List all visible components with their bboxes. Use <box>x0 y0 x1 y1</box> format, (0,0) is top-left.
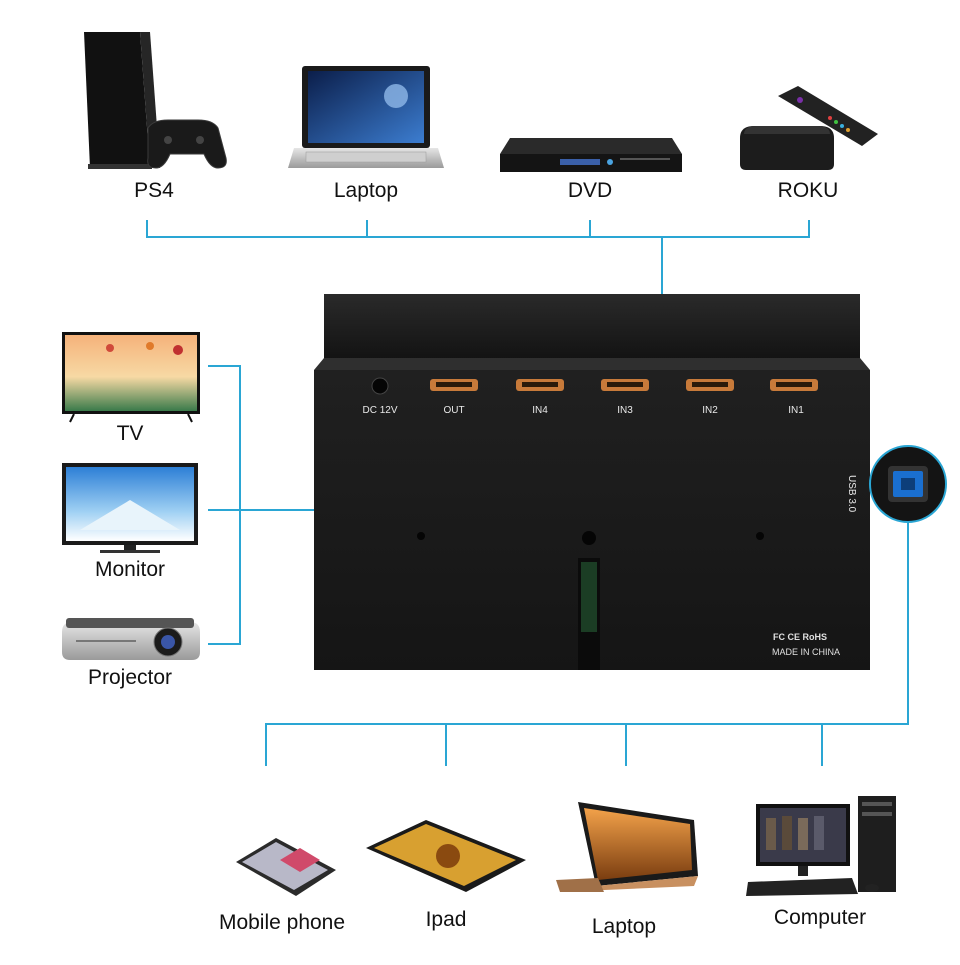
display-label-tv: TV <box>116 422 144 445</box>
source-bus-line <box>146 220 810 238</box>
port-label-dc: DC 12V <box>362 405 398 416</box>
tv-icon <box>62 332 200 423</box>
port-label-in3: IN3 <box>617 405 633 416</box>
source-label-laptop: Laptop <box>333 179 399 202</box>
dvd-player-icon <box>500 138 682 172</box>
usb-label-mobile-phone: Mobile phone <box>218 911 346 934</box>
source-label-ps4: PS4 <box>134 179 174 202</box>
port-label-in1: IN1 <box>788 405 804 416</box>
port-label-out: OUT <box>443 405 465 416</box>
projector-icon <box>62 618 200 660</box>
tablet-icon <box>366 820 526 892</box>
port-label-in4: IN4 <box>532 405 548 416</box>
usb-label-ipad: Ipad <box>425 908 467 931</box>
usb-label-laptop: Laptop <box>591 915 657 938</box>
roku-box-icon <box>740 86 878 170</box>
usb-port-zoom <box>869 445 947 523</box>
laptop-icon <box>288 66 444 168</box>
display-label-projector: Projector <box>87 666 173 689</box>
hdmi-switch-box <box>314 294 870 670</box>
monitor-icon <box>62 463 198 553</box>
source-label-dvd: DVD <box>567 179 613 202</box>
origin-text: MADE IN CHINA <box>772 647 841 657</box>
desktop-computer-icon <box>746 796 896 896</box>
port-label-in2: IN2 <box>702 405 718 416</box>
display-label-monitor: Monitor <box>94 558 166 581</box>
usb-line <box>265 512 909 766</box>
ps4-console-icon <box>84 32 227 169</box>
usb-port-label: USB 3.0 <box>846 475 857 513</box>
cert-marks: FC CE RoHS <box>773 632 827 642</box>
usb-label-computer: Computer <box>773 906 867 929</box>
mobile-phone-icon <box>236 838 336 896</box>
display-bus-line <box>208 365 241 645</box>
convertible-laptop-icon <box>556 802 698 892</box>
source-label-roku: ROKU <box>777 179 839 202</box>
